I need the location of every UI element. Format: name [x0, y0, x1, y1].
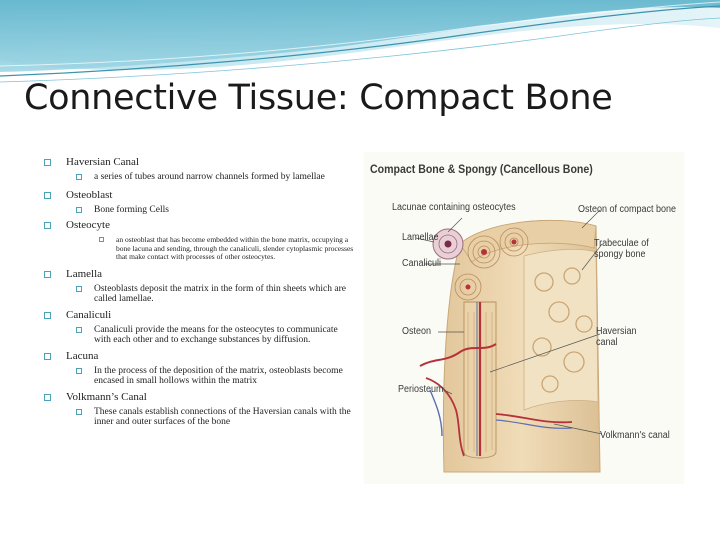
label-volkmanns-canal: Volkmann's canal	[600, 430, 670, 441]
bullet-square-icon	[76, 367, 82, 374]
subbullet-haversian-canal: a series of tubes around narrow channels…	[44, 172, 354, 183]
bullet-square-icon	[76, 206, 82, 213]
bullet-canaliculi: Canaliculi	[44, 309, 354, 322]
bullet-volkmanns-canal: Volkmann’s Canal	[44, 391, 354, 404]
label-lamellae: Lamellae	[402, 232, 439, 243]
bullet-square-icon	[44, 270, 51, 278]
label-canaliculi: Canaliculi	[402, 258, 442, 269]
bullet-square-icon	[44, 352, 51, 360]
slide-title: Connective Tissue: Compact Bone	[24, 78, 613, 118]
bone-cross-section-drawing	[415, 209, 603, 473]
subbullet-osteoblast: Bone forming Cells	[44, 205, 354, 216]
bullet-square-icon	[44, 191, 51, 199]
label-osteon-compact: Osteon of compact bone	[578, 204, 677, 215]
bullet-lacuna: Lacuna	[44, 350, 354, 363]
outline-list: Haversian Canal a series of tubes around…	[44, 152, 354, 428]
bullet-square-icon	[44, 393, 51, 401]
label-osteon: Osteon	[402, 326, 432, 337]
subbullet-canaliculi: Canaliculi provide the means for the ost…	[44, 325, 354, 346]
label-periosteum: Periosteum	[398, 384, 444, 395]
label-haversian-canal: Haversian canal	[596, 326, 637, 348]
subbullet-osteocyte: an osteoblast that has become embedded w…	[44, 235, 354, 262]
bullet-haversian-canal: Haversian Canal	[44, 156, 354, 169]
bullet-square-icon	[76, 285, 82, 292]
figure-title: Compact Bone & Spongy (Cancellous Bone)	[370, 164, 593, 176]
bullet-square-icon	[76, 326, 82, 333]
compact-bone-illustration: Compact Bone & Spongy (Cancellous Bone) …	[364, 152, 684, 484]
bullet-square-icon	[76, 174, 82, 180]
bullet-square-icon	[44, 311, 51, 319]
bullet-square-icon	[76, 408, 82, 415]
subbullet-lacuna: In the process of the deposition of the …	[44, 366, 354, 387]
subbullet-volkmanns-canal: These canals establish connections of th…	[44, 407, 354, 428]
bullet-square-icon	[44, 159, 51, 166]
bullet-square-icon	[99, 237, 104, 242]
bullet-lamella: Lamella	[44, 268, 354, 281]
bullet-square-icon	[44, 222, 51, 229]
subbullet-lamella: Osteoblasts deposit the matrix in the fo…	[44, 284, 354, 305]
bullet-osteocyte: Osteocyte	[44, 219, 354, 232]
bullet-osteoblast: Osteoblast	[44, 189, 354, 202]
header-wave-decoration	[0, 0, 720, 90]
label-lacunae: Lacunae containing osteocytes	[392, 202, 516, 213]
label-trabeculae: Trabeculae of spongy bone	[594, 238, 649, 260]
